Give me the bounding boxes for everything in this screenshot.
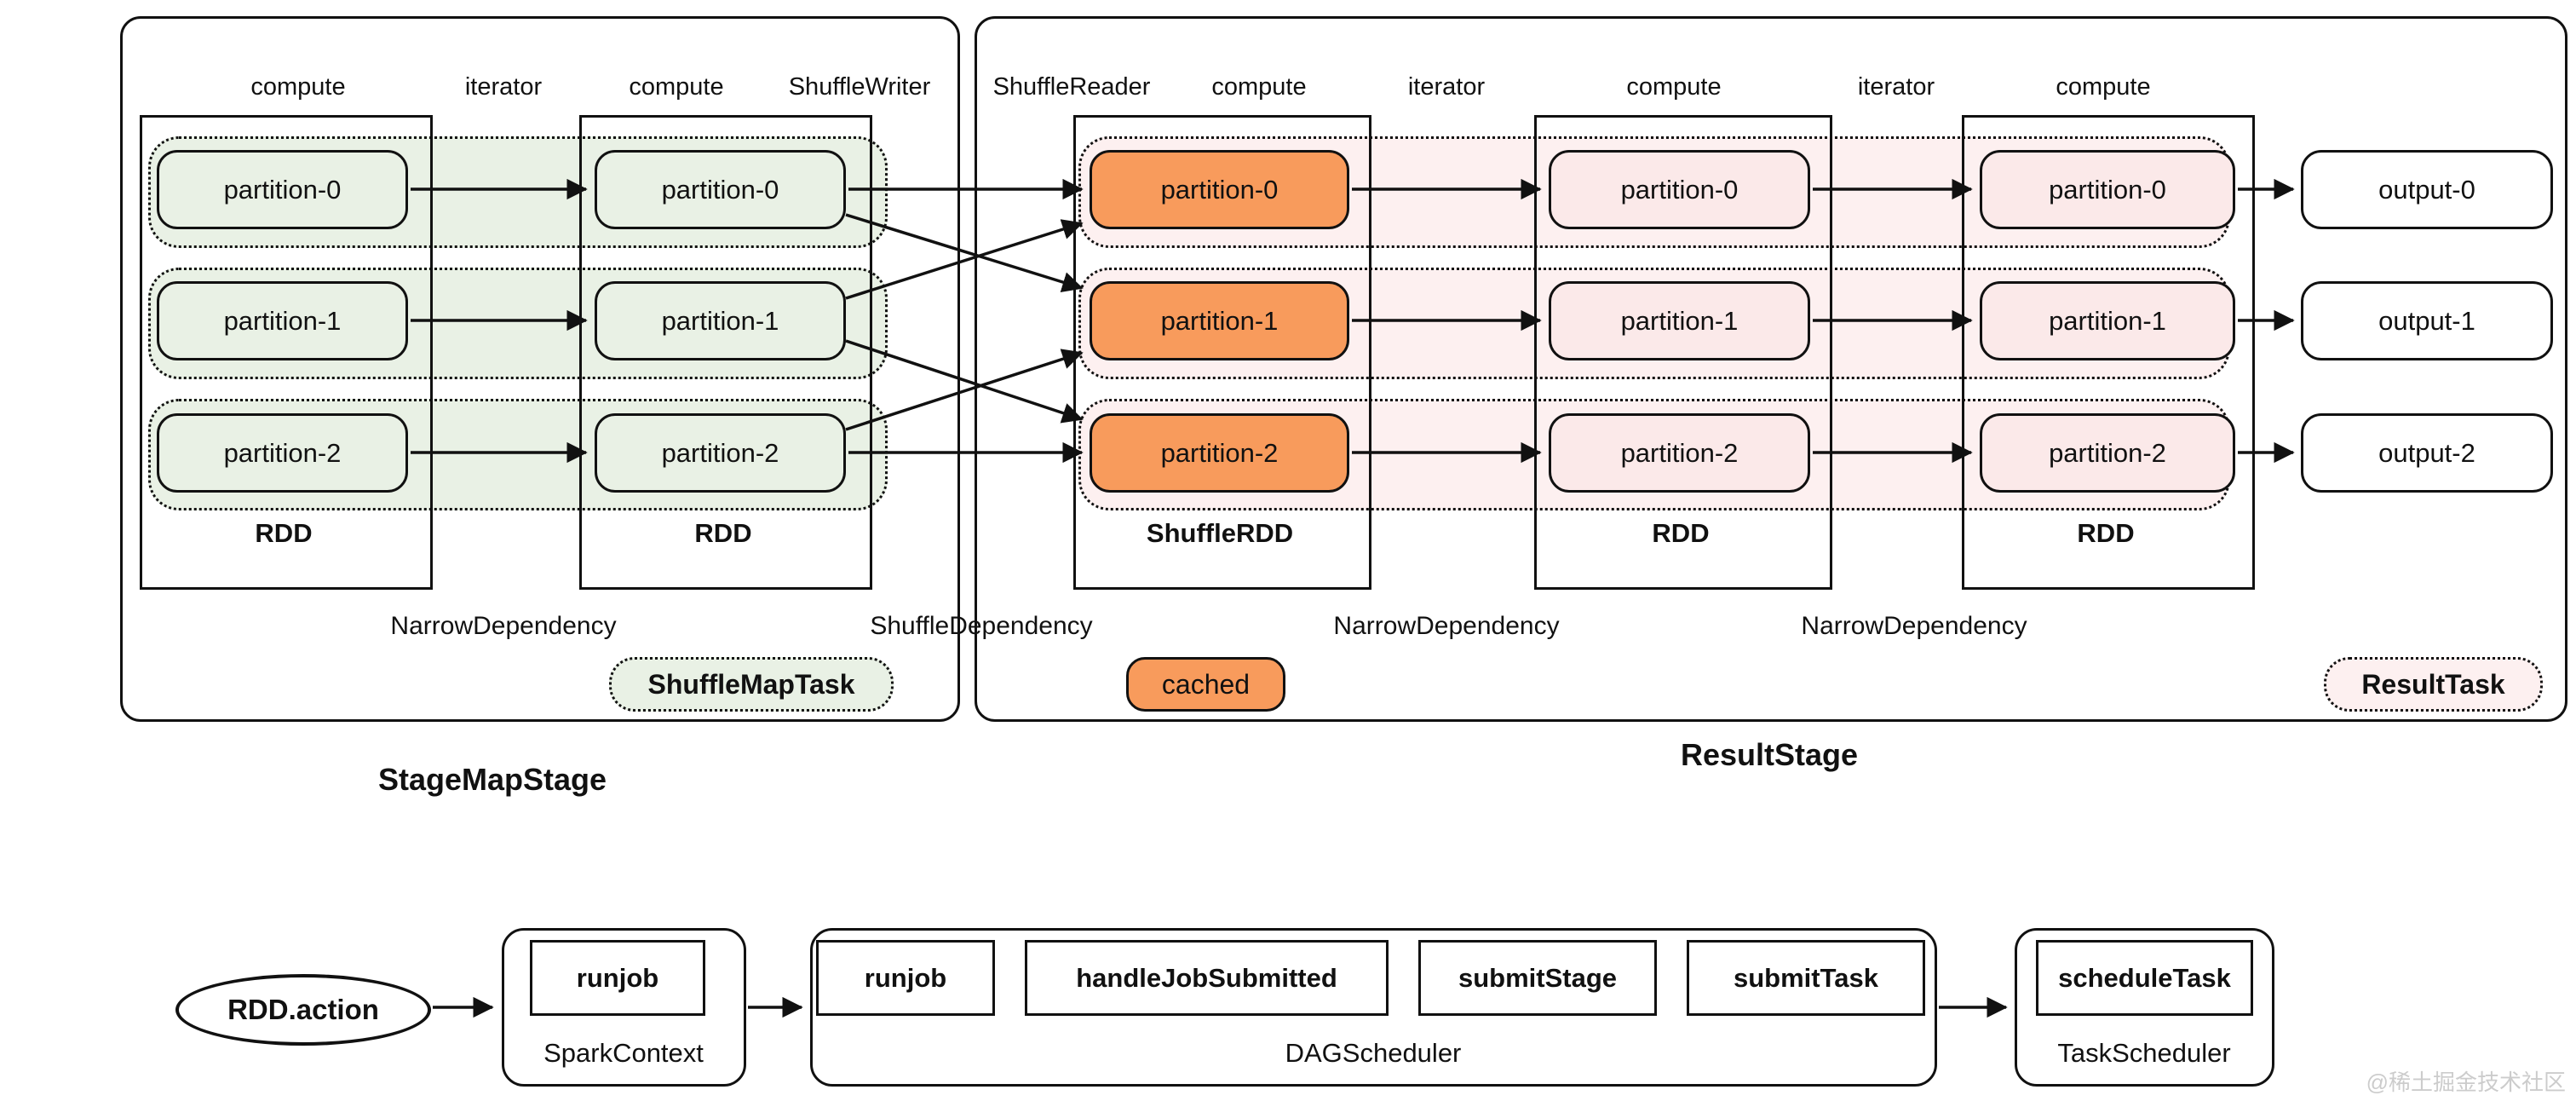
partition-box: partition-2: [1980, 413, 2235, 493]
partition-box-cached: partition-2: [1090, 413, 1349, 493]
partition-box: partition-1: [595, 281, 846, 360]
spark-context-label: SparkContext: [543, 1038, 704, 1068]
column-header: iterator: [1407, 73, 1486, 101]
rdd-label: RDD: [1652, 518, 1710, 548]
method-box: handleJobSubmitted: [1025, 940, 1389, 1016]
rdd-label: RDD: [694, 518, 752, 548]
partition-box-cached: partition-1: [1090, 281, 1349, 360]
rdd-action-ellipse: RDD.action: [175, 974, 431, 1046]
method-box: scheduleTask: [2036, 940, 2253, 1016]
partition-box: partition-1: [1549, 281, 1810, 360]
shuffle-dependency-label: ShuffleDependency: [870, 612, 1093, 640]
rdd-label: RDD: [255, 518, 313, 548]
output-box: output-1: [2301, 281, 2553, 360]
method-box: submitTask: [1687, 940, 1925, 1016]
rdd-box: [1962, 115, 2255, 590]
partition-box: partition-0: [1980, 150, 2235, 229]
rdd-box: [1534, 115, 1832, 590]
column-header: compute: [250, 73, 346, 101]
rdd-box: [140, 115, 433, 590]
column-header: compute: [629, 73, 724, 101]
partition-box: partition-2: [595, 413, 846, 493]
method-box: submitStage: [1418, 940, 1657, 1016]
partition-box: partition-2: [1549, 413, 1810, 493]
shuffle-rdd-label: ShuffleRDD: [1146, 518, 1294, 548]
column-header: compute: [1626, 73, 1722, 101]
shuffle-map-task-badge: ShuffleMapTask: [609, 657, 894, 712]
stage-title: StageMapStage: [377, 762, 607, 797]
partition-box: partition-0: [157, 150, 408, 229]
dag-scheduler-label: DAGScheduler: [1285, 1038, 1462, 1068]
partition-box: partition-0: [595, 150, 846, 229]
partition-box: partition-2: [157, 413, 408, 493]
result-task-badge: ResultTask: [2324, 657, 2543, 712]
narrow-dependency-label: NarrowDependency: [1333, 612, 1560, 640]
output-box: output-0: [2301, 150, 2553, 229]
column-header: ShuffleWriter: [788, 73, 931, 101]
stage-title: ResultStage: [1680, 737, 1859, 772]
watermark: @稀土掘金技术社区: [2366, 1070, 2566, 1095]
column-header: compute: [1211, 73, 1307, 101]
narrow-dependency-label: NarrowDependency: [1801, 612, 2027, 640]
task-scheduler-label: TaskScheduler: [2057, 1038, 2231, 1068]
partition-box: partition-1: [1980, 281, 2235, 360]
cached-badge: cached: [1126, 657, 1285, 712]
column-header: compute: [2056, 73, 2151, 101]
column-header: iterator: [1857, 73, 1935, 101]
partition-box: partition-0: [1549, 150, 1810, 229]
output-box: output-2: [2301, 413, 2553, 493]
partition-box-cached: partition-0: [1090, 150, 1349, 229]
method-box: runjob: [530, 940, 705, 1016]
column-header: ShuffleReader: [992, 73, 1151, 101]
column-header: iterator: [464, 73, 543, 101]
partition-box: partition-1: [157, 281, 408, 360]
narrow-dependency-label: NarrowDependency: [390, 612, 617, 640]
rdd-label: RDD: [2077, 518, 2135, 548]
method-box: runjob: [816, 940, 995, 1016]
